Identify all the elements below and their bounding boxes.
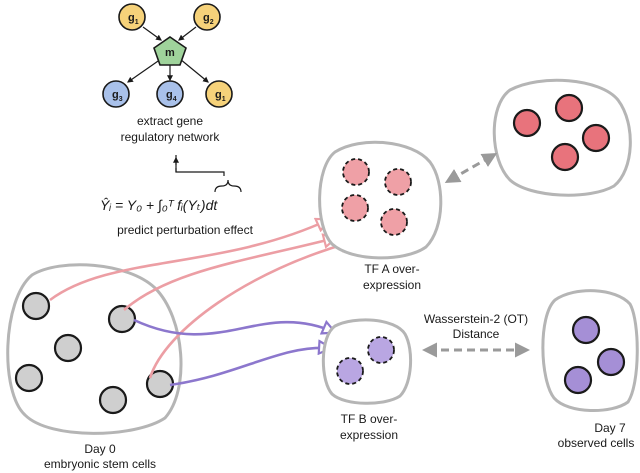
tfb-label-line1: TF B over- [341,412,398,426]
ot-distance: Wasserstein-2 (OT) Distance [422,312,530,358]
tfa-blob [318,140,443,260]
svg-text:g1: g1 [128,12,139,26]
day0-label-line2: embryonic stem cells [44,457,156,471]
day7-blob [541,289,639,412]
cell-gray [53,333,83,363]
svg-text:g1: g1 [215,89,226,103]
gene-node-sub: 1 [222,96,226,103]
equation-text: Ŷᵢ = Y₀ + ∫₀ᵀ fᵢ(Yₜ)dt [100,197,218,214]
gene-node-sub: 4 [173,96,177,103]
master-regulator-node: m [153,36,187,66]
bracket-arrow [175,155,225,176]
equation-caption: predict perturbation effect [117,223,254,237]
gene-node-g2: g2 [193,3,221,31]
cell-gray [21,291,51,321]
cell-red-observed [581,123,611,153]
tfa-label-line1: TF A over- [364,262,419,276]
cell-red-predicted [380,208,408,236]
tfb-population: TF B over- expression [321,318,413,442]
cell-red-observed [512,108,542,138]
day0-blob [6,263,183,435]
tfa-population: TF A over- expression [318,140,443,292]
cell-red-predicted [384,168,412,196]
cell-gray [14,363,44,393]
gene-node-letter: g [203,12,210,24]
arrow-purple-1 [133,318,334,336]
gene-node-letter: g [128,12,135,24]
gene-node-letter: g [166,89,173,101]
tfb-blob [321,318,413,405]
gene-node-g1-top: g1 [118,3,146,31]
day0-population: Day 0 embryonic stem cells [6,263,183,471]
arrow-red-1 [49,220,328,302]
gene-node-sub: 2 [210,19,214,26]
cell-purple-observed [596,347,626,377]
tfb-label-line2: expression [340,428,398,442]
cell-purple-predicted [336,357,364,385]
prediction-equation: Ŷᵢ = Y₀ + ∫₀ᵀ fᵢ(Yₜ)dt predict perturbat… [100,155,254,237]
ot-distance-arrow-top [444,153,498,183]
cell-purple-predicted [367,336,395,364]
cell-purple-observed [563,365,593,395]
gene-node-g1-bottom: g1 [205,80,233,108]
cell-red-predicted [342,158,370,186]
gene-node-sub: 1 [135,19,139,26]
gene-node-letter: g [112,89,119,101]
gene-node-letter: g [215,89,222,101]
tfa-label-line2: expression [363,278,421,292]
arrow-purple-2 [169,348,330,387]
transition-arrows [49,220,352,387]
svg-text:g3: g3 [112,89,123,103]
arrow-red-2 [123,238,335,311]
svg-text:g2: g2 [203,12,214,26]
day7-label-line1: Day 7 [594,421,626,435]
gene-node-g3: g3 [102,80,130,108]
network-label-line2: regulatory network [121,130,221,144]
gene-network: g1 g2 m g3 g4 g1 extract gene regulatory… [102,3,233,144]
cell-red-observed [554,93,584,123]
cell-gray [107,304,137,334]
arrow-red-3 [148,242,352,379]
day7-population: Day 7 observed cells [541,289,639,450]
network-label-line1: extract gene [137,114,203,128]
gene-node-sub: 3 [119,96,123,103]
cell-red-predicted [341,194,369,222]
day7-label-line2: observed cells [558,436,635,450]
day0-label-line1: Day 0 [84,442,116,456]
cell-red-observed [550,142,580,172]
observed-tfa-population [492,78,632,197]
master-regulator-label: m [165,47,175,59]
network-edges [127,26,209,83]
distance-label-line1: Wasserstein-2 (OT) [424,312,528,326]
svg-text:g4: g4 [166,89,177,103]
curly-brace [214,179,242,193]
distance-label-line2: Distance [453,327,500,341]
cell-purple-observed [571,315,601,345]
gene-node-g4: g4 [156,80,184,108]
cell-gray [98,385,128,415]
